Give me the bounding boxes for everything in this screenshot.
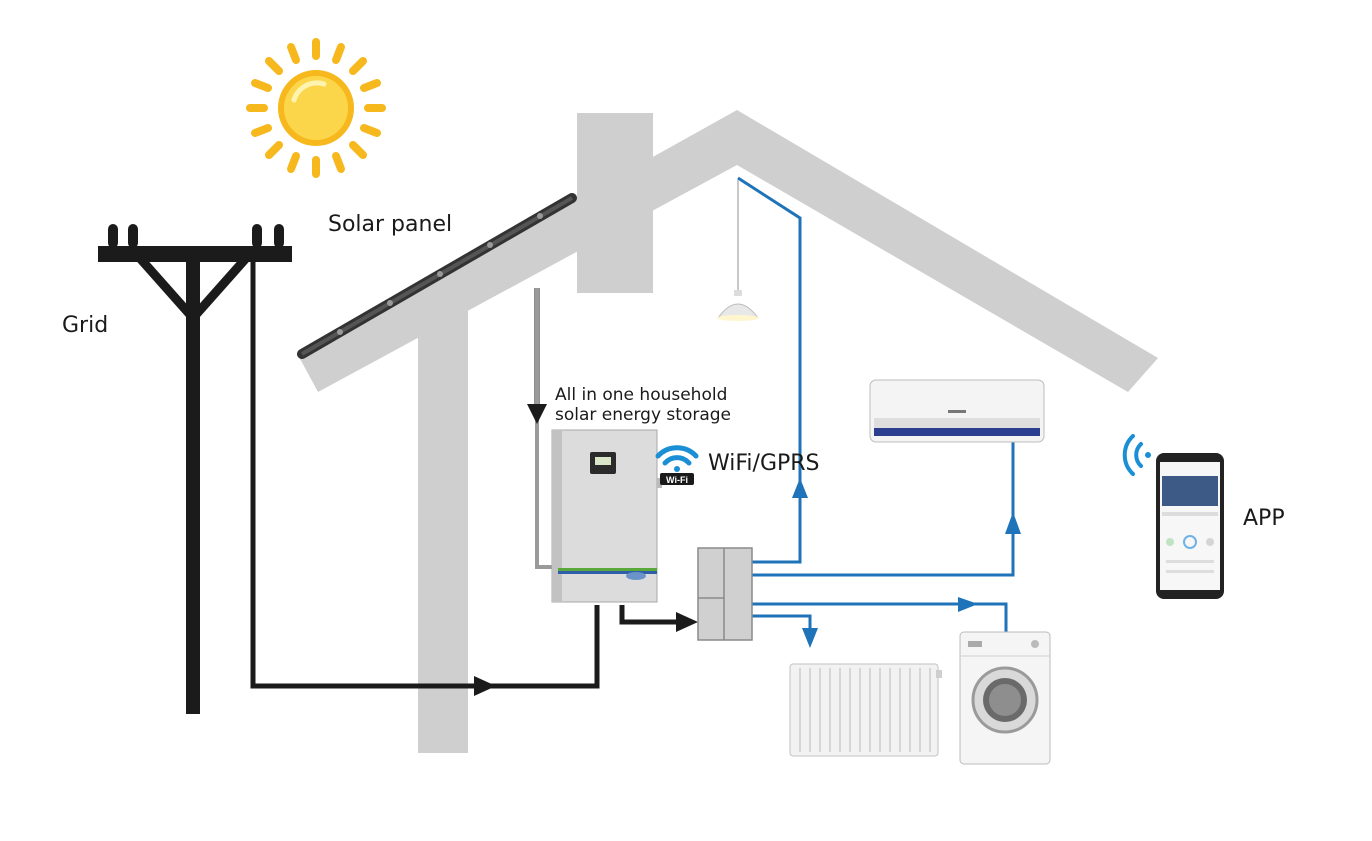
- distribution-box-icon: [697, 547, 753, 641]
- air-conditioner-icon: [869, 379, 1045, 443]
- app-label: APP: [1243, 506, 1285, 531]
- pendant-lamp-icon: [717, 180, 759, 321]
- wifi-icon: [655, 445, 699, 472]
- flow-arrows-dark: [474, 404, 698, 696]
- storage-label-line-2: solar energy storage: [555, 405, 732, 425]
- wifi-gprs-label: WiFi/GPRS: [708, 451, 820, 476]
- grid-label: Grid: [62, 313, 109, 338]
- house: [298, 110, 1158, 753]
- utility-pole-icon: [98, 224, 292, 714]
- wifi-badge-label: Wi-Fi: [666, 475, 688, 485]
- panel-wire: [535, 288, 556, 569]
- smartphone-icon: [1156, 453, 1224, 599]
- solar-panel-icon: [297, 193, 577, 359]
- storage-label-line-1: All in one household: [555, 385, 728, 405]
- flow-arrows-blue: [792, 478, 1021, 648]
- phone-wifi-icon: [1122, 434, 1151, 476]
- wifi-badge: [660, 473, 694, 485]
- radiator-icon: [789, 663, 942, 757]
- storage-label: All in one household solar energy storag…: [555, 385, 731, 425]
- inverter-icon: [551, 429, 662, 603]
- washing-machine-icon: [959, 631, 1051, 765]
- sun-icon: [246, 38, 386, 178]
- solar-panel-label: Solar panel: [328, 212, 453, 237]
